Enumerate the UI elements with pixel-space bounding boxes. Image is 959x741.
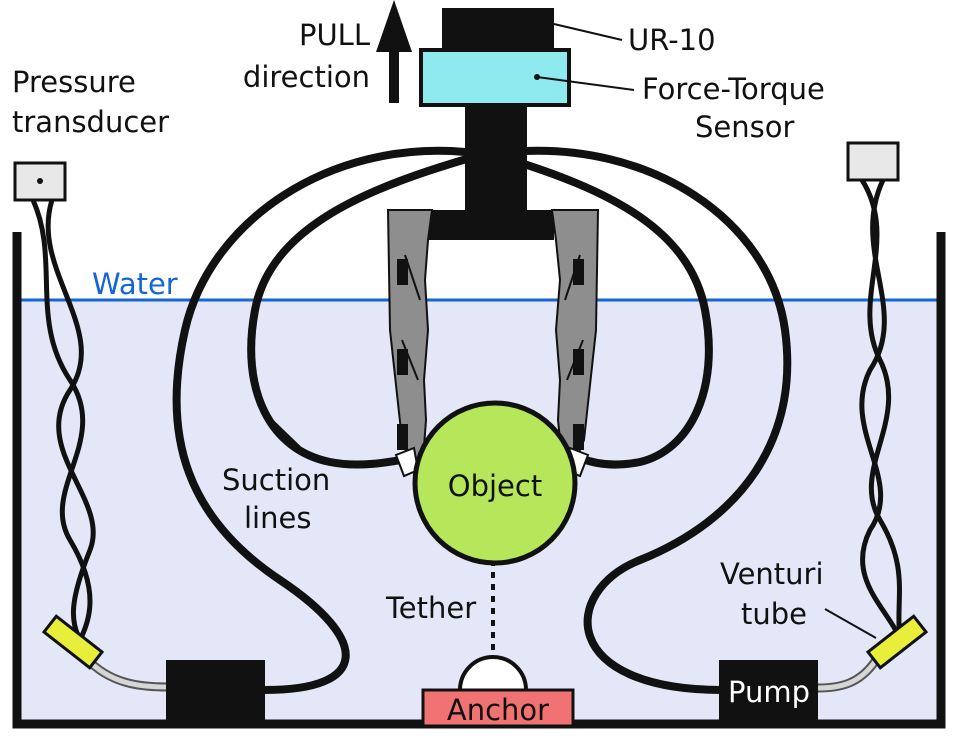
left-valve-box bbox=[166, 660, 265, 724]
tube-label: tube bbox=[741, 597, 807, 631]
left-transducer-wires bbox=[30, 198, 96, 642]
venturi-label: Venturi bbox=[720, 557, 824, 591]
left-venturi-tube bbox=[41, 614, 105, 670]
right-venturi-hose-inner bbox=[815, 657, 879, 691]
suction-label: Suction bbox=[222, 463, 330, 497]
right-transducer-wires bbox=[859, 178, 903, 641]
right-venturi-tube bbox=[865, 614, 929, 670]
sensor-label: Sensor bbox=[695, 110, 794, 144]
object-label: Object bbox=[448, 469, 542, 503]
pull-label: PULL bbox=[299, 18, 370, 52]
lines-label: lines bbox=[244, 501, 311, 535]
direction-label: direction bbox=[243, 60, 370, 94]
anchor-block bbox=[421, 688, 575, 728]
gripper-palm bbox=[428, 210, 554, 240]
force-torque-label: Force-Torque bbox=[642, 72, 825, 106]
object-sphere bbox=[412, 400, 578, 566]
right-gripper-finger bbox=[550, 209, 600, 478]
water-label: Water bbox=[92, 267, 178, 301]
suction-lines bbox=[172, 146, 792, 694]
right-pressure-transducer bbox=[846, 141, 900, 182]
pump-label: Pump bbox=[728, 675, 810, 709]
pump-box bbox=[719, 660, 818, 724]
leader-lines bbox=[271, 23, 877, 639]
ur10-label: UR-10 bbox=[628, 23, 716, 57]
gripper-mount-column bbox=[465, 105, 527, 215]
transducer-label: transducer bbox=[12, 105, 169, 139]
ur10-flange bbox=[442, 8, 554, 50]
anchor-label: Anchor bbox=[447, 693, 549, 727]
left-gripper-finger bbox=[386, 209, 434, 478]
pressure-label: Pressure bbox=[12, 65, 136, 99]
pull-arrow bbox=[376, 0, 412, 103]
left-transducer-dot bbox=[37, 178, 43, 184]
tether-label: Tether bbox=[385, 591, 476, 625]
